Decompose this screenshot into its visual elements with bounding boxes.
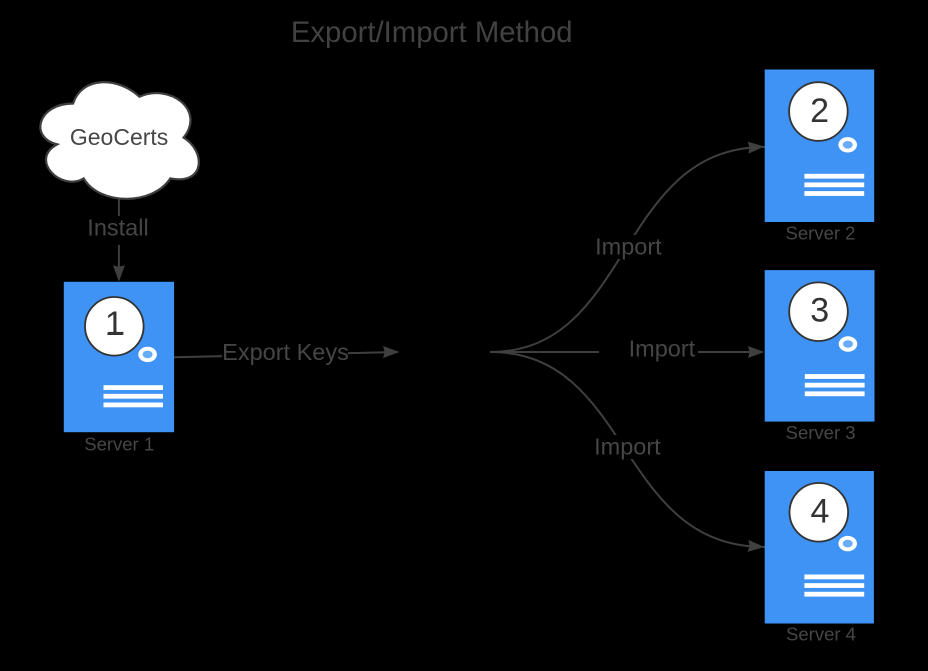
svg-text:Export/Import Method: Export/Import Method	[291, 16, 573, 49]
svg-text:1: 1	[105, 305, 124, 343]
svg-text:Server 1: Server 1	[84, 433, 154, 454]
svg-text:Server 3: Server 3	[786, 422, 856, 443]
svg-text:Import: Import	[594, 433, 661, 459]
svg-text:Export Keys: Export Keys	[222, 339, 349, 365]
svg-text:GeoCerts: GeoCerts	[70, 124, 168, 150]
svg-text:4: 4	[811, 492, 830, 530]
svg-text:Server 2: Server 2	[786, 223, 856, 244]
svg-text:Import: Import	[629, 335, 696, 361]
svg-text:3: 3	[810, 292, 829, 330]
svg-text:Install: Install	[87, 215, 148, 241]
svg-text:Import: Import	[595, 234, 662, 260]
svg-text:Server 4: Server 4	[786, 624, 856, 645]
svg-text:2: 2	[810, 92, 829, 130]
